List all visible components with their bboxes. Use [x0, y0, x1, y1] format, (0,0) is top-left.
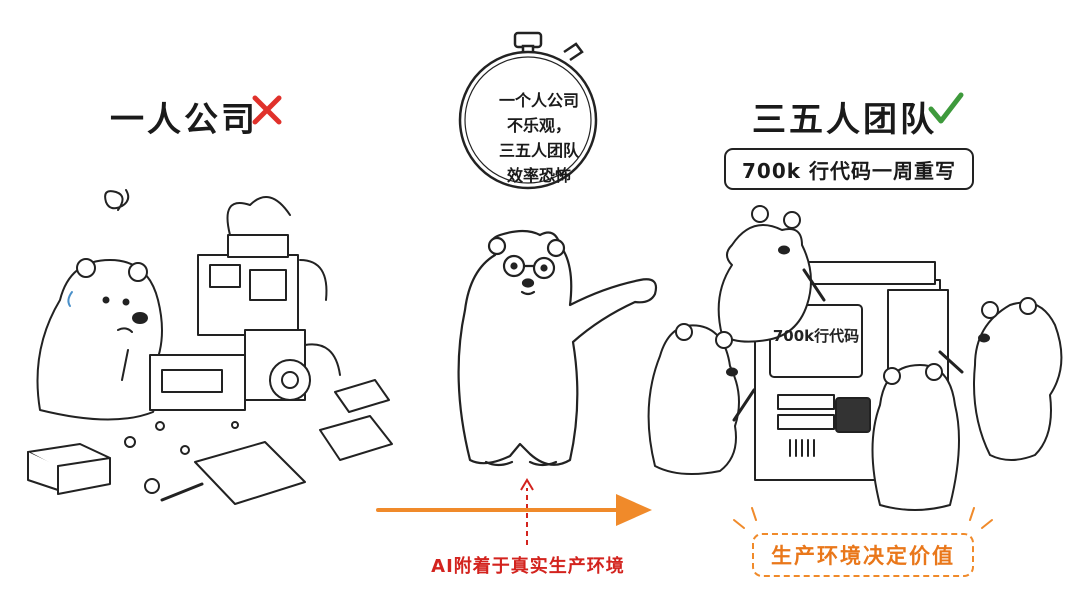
stopwatch-icon [458, 31, 598, 190]
ai-caption: AI附着于真实生产环境 [431, 556, 625, 577]
bear-front [871, 364, 960, 511]
progress-arrow [376, 494, 652, 526]
red-dashed-arrow [520, 478, 534, 545]
bear-left [647, 324, 740, 475]
left-title: 一人公司 [110, 100, 258, 140]
bear-right [973, 301, 1063, 461]
conclusion-badge: 生产环境决定价值 [752, 533, 974, 577]
check-icon [928, 92, 964, 124]
right-title: 三五人团队 [752, 100, 937, 140]
cross-icon [252, 95, 282, 125]
timer-text: 一个人公司 不乐观， 三五人团队 效率恐怖 [470, 88, 608, 188]
tablet [835, 397, 871, 433]
sparkle-lines [733, 507, 993, 529]
timer-line: 效率恐怖 [506, 166, 571, 185]
screen-text: 700k行代码 [772, 327, 860, 345]
presenting-bear [457, 229, 658, 467]
right-scene [647, 205, 1063, 511]
timer-line: 一个人公司 [498, 91, 579, 110]
bear-top [717, 224, 812, 343]
rewrite-label: 700k 行代码一周重写 [724, 148, 974, 190]
timer-line: 三五人团队 [498, 141, 579, 160]
left-scene [27, 189, 393, 505]
confusion-swirl-icon [104, 189, 130, 211]
worried-bear [36, 259, 163, 421]
timer-line: 不乐观， [506, 116, 571, 135]
